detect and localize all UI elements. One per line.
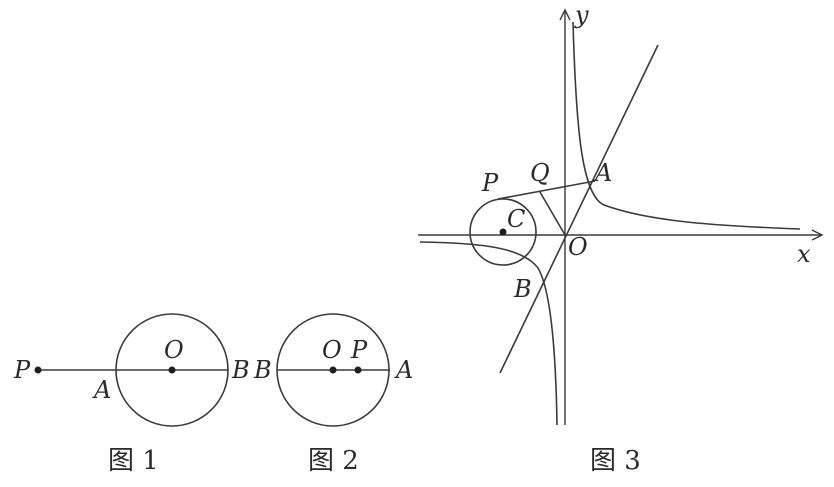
fig3-label-b: B [513,275,532,303]
fig3-circle-c [469,198,537,266]
fig3-caption: 图 3 [590,446,641,476]
fig1-point-p [34,366,42,374]
fig1-circle-o [115,313,229,427]
fig1-caption: 图 1 [108,446,159,476]
figure-1: P A O B 图 1 [13,313,250,476]
fig1-point-o [168,366,176,374]
fig1-label-o: O [164,336,184,364]
fig3-y-arrow [559,8,571,21]
fig3-label-o: O [568,233,588,261]
fig3-line-ab [499,44,659,374]
fig3-point-c [499,228,507,236]
fig2-caption: 图 2 [308,446,359,476]
fig2-point-o [329,366,337,374]
fig1-label-a: A [92,376,111,404]
figure-3: y x O P Q A C B 图 3 [418,1,824,476]
fig1-label-p: P [13,356,31,384]
fig3-line-pa [497,180,596,200]
fig1-label-b: B [231,356,250,384]
fig3-line-qo [539,191,566,236]
fig2-label-p: P [350,336,368,364]
fig2-label-b: B [253,356,272,384]
fig3-hyperbola-branch-2 [419,241,558,426]
fig2-circle-o [276,313,390,427]
fig2-label-a: A [394,356,413,384]
fig3-hyperbola-branch-1 [572,21,801,230]
fig3-x-arrow [811,229,824,241]
fig2-point-p [354,366,362,374]
figure-2: B O P A 图 2 [253,313,413,476]
fig3-label-x: x [797,240,811,268]
fig3-label-y: y [574,1,589,29]
fig2-label-o: O [322,336,342,364]
fig3-label-a: A [593,159,612,187]
fig3-label-p: P [481,169,499,197]
fig3-label-c: C [507,205,525,233]
fig3-label-q: Q [530,159,550,187]
